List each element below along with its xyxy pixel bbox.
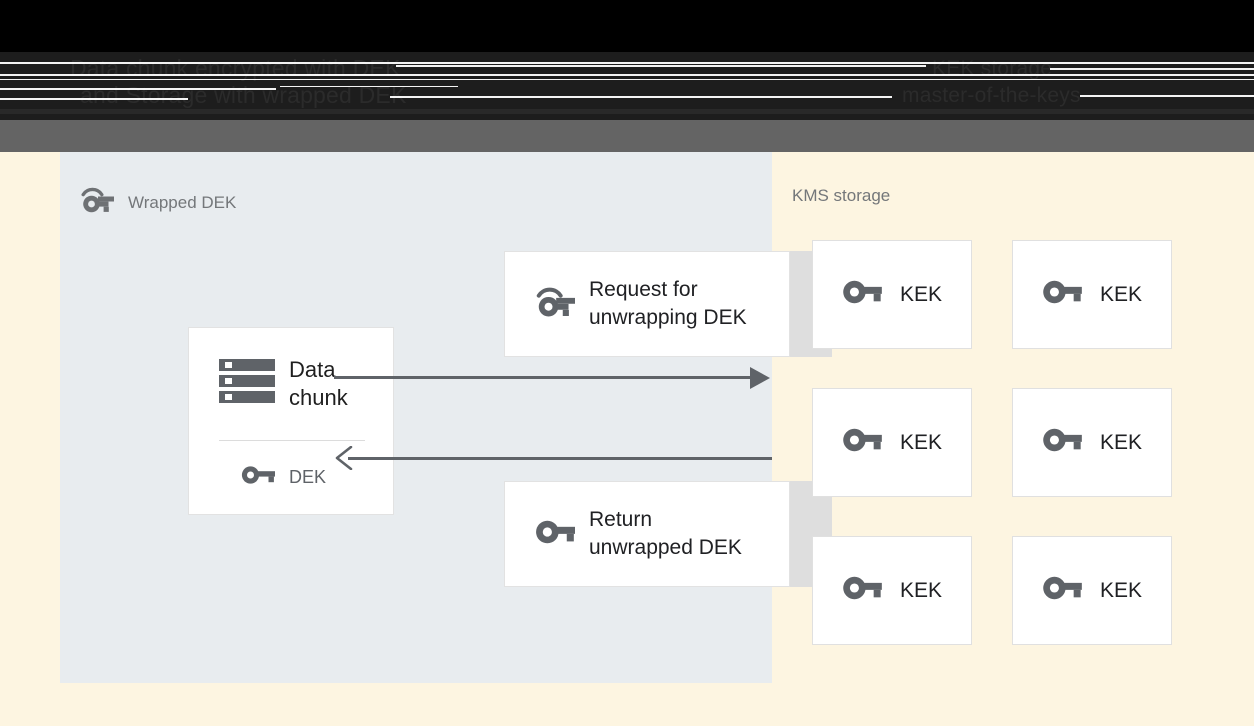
wrapped-dek-panel: Wrapped DEK Data chunk [60, 152, 832, 683]
kek-label: KEK [899, 430, 943, 454]
key-icon [842, 426, 882, 459]
data-chunk-divider [219, 440, 365, 441]
return-arrow-line [348, 457, 772, 460]
browser-chrome-title-band: Data chunk encrypted with DEK and Storag… [0, 52, 1254, 120]
request-unwrapping-dek-card[interactable]: Request for unwrapping DEK [504, 251, 790, 357]
glitch-scanline [390, 96, 892, 98]
kek-card[interactable]: KEK [1012, 388, 1172, 497]
request-arrow-line [334, 376, 752, 379]
kek-card[interactable]: KEK [812, 240, 972, 349]
kek-label: KEK [899, 282, 943, 306]
kek-label: KEK [899, 578, 943, 602]
key-icon [1042, 278, 1082, 311]
data-chunk-title: Data chunk [289, 356, 385, 411]
request-card-text: Request for unwrapping DEK [589, 276, 747, 331]
kek-label: KEK [1099, 430, 1143, 454]
kms-storage-caption: KMS storage [792, 186, 891, 205]
key-icon [241, 463, 275, 492]
kek-card[interactable]: KEK [1012, 536, 1172, 645]
kek-card[interactable]: KEK [1012, 240, 1172, 349]
wrapped-key-icon [80, 185, 114, 220]
header-title-line-1: Data chunk encrypted with DEK [70, 55, 401, 81]
kek-card[interactable]: KEK [812, 388, 972, 497]
return-card-content: Return unwrapped DEK [505, 506, 742, 561]
wrapped-dek-caption-label: Wrapped DEK [128, 192, 237, 212]
kek-label: KEK [1099, 282, 1143, 306]
dek-label: DEK [289, 467, 327, 487]
glitch-scanline [0, 79, 1254, 80]
request-arrow-head [750, 367, 770, 389]
browser-chrome-toolbar-band [0, 120, 1254, 152]
data-chunk-title-line-1: Data [289, 357, 336, 382]
wrapped-dek-caption: Wrapped DEK [80, 185, 236, 220]
key-icon [842, 574, 882, 607]
return-card-line-2: unwrapped DEK [589, 536, 742, 559]
storage-server-icon [219, 356, 275, 411]
data-chunk-dek-row: DEK [241, 463, 326, 492]
request-card-line-1: Request for [589, 278, 698, 302]
glitch-scanline [0, 98, 188, 100]
data-chunk-title-line-2: chunk [289, 384, 348, 410]
glitch-scanline [0, 109, 1254, 114]
return-card-text: Return unwrapped DEK [589, 506, 742, 561]
glitch-scanline [1050, 68, 1254, 70]
kek-label: KEK [1099, 578, 1143, 602]
key-icon [842, 278, 882, 311]
return-card-line-1: Return [589, 508, 653, 532]
glitch-scanline [1080, 95, 1254, 97]
glitch-scanline [396, 65, 926, 67]
request-card-content: Request for unwrapping DEK [505, 276, 747, 331]
key-icon [535, 517, 575, 552]
header-right-line-2: master-of-the-keys [902, 84, 1081, 107]
browser-chrome-top-band [0, 0, 1254, 52]
wrapped-key-icon [535, 284, 575, 325]
return-unwrapped-dek-card[interactable]: Return unwrapped DEK [504, 481, 790, 587]
header-right-line-1: KEK storage [932, 57, 1053, 80]
request-card-line-2: unwrapping DEK [589, 306, 747, 329]
key-icon [1042, 426, 1082, 459]
data-chunk-header: Data chunk [189, 328, 393, 411]
glitch-scanline [280, 86, 458, 87]
glitch-scanline [0, 88, 276, 90]
browser-chrome-toolbar-left [0, 120, 60, 152]
kek-card[interactable]: KEK [812, 536, 972, 645]
data-chunk-card[interactable]: Data chunk DEK [188, 327, 394, 515]
key-icon [1042, 574, 1082, 607]
diagram-canvas: Wrapped DEK Data chunk [0, 152, 1254, 726]
glitch-scanline [0, 74, 1254, 76]
glitch-scanline [0, 62, 1254, 64]
